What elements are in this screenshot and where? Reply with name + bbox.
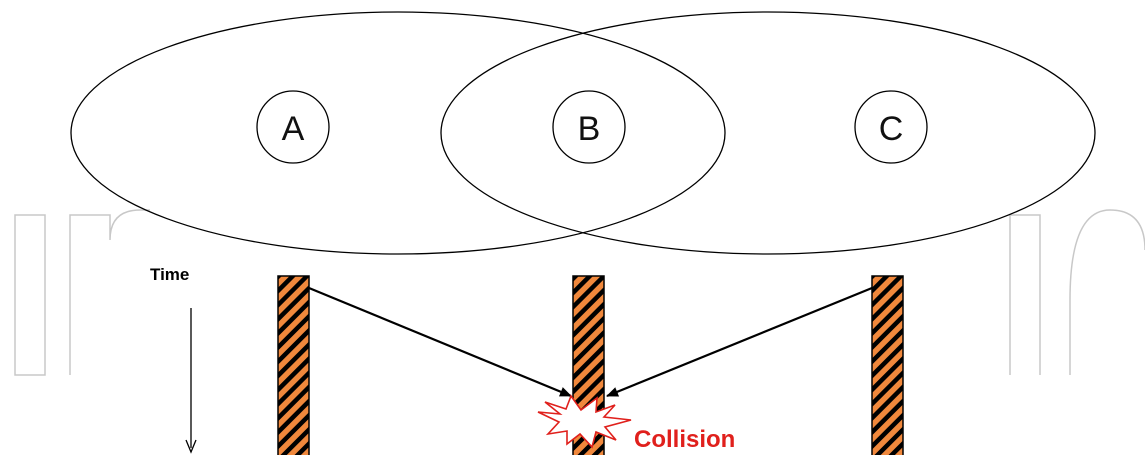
node-a-circle [256,90,330,164]
watermark [14,209,1145,376]
node-a: A [256,90,330,164]
node-b-circle [552,90,626,164]
node-a-label: A [282,110,305,148]
transmission-bar-c [871,275,904,455]
collision-label: Collision [634,426,735,453]
transmission-bar-a [277,275,310,455]
arrow-a-to-b [308,286,572,398]
range-ellipse-c [440,11,1096,255]
node-c-circle [854,90,928,164]
burst-icon [537,394,632,449]
node-b-label: B [578,110,601,148]
range-ellipse-a [70,11,726,255]
node-c-label: C [879,110,904,148]
arrow-down-icon [185,308,197,454]
time-label: Time [150,265,189,284]
arrow-c-to-b [606,286,873,398]
node-c: C [854,90,928,164]
node-b: B [552,90,626,164]
